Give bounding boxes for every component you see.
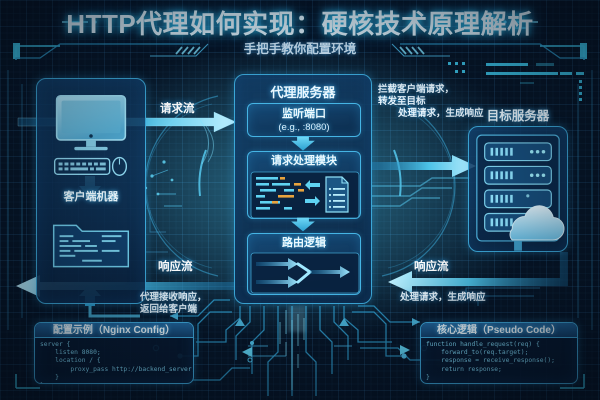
nginx-config-code: server { listen 8080; location / { proxy…: [40, 341, 194, 383]
process-note-bottom: 处理请求，生成响应: [400, 292, 486, 303]
pseudo-code-panel[interactable]: 核心逻辑（Pseudo Code） function handle_reques…: [420, 322, 578, 384]
response-flow-label-left: 响应流: [158, 261, 193, 273]
nginx-config-panel[interactable]: 配置示例（Nginx Config） server { listen 8080;…: [34, 322, 194, 384]
client-machine-panel[interactable]: 客户端机器: [36, 78, 146, 304]
header: HTTP代理如何实现：硬核技术原理解析 手把手教你配置环境: [0, 0, 600, 62]
proxy-return-note: 代理接收响应， 返回给客户端: [140, 292, 207, 315]
target-server-icons: [476, 134, 565, 251]
proxy-server-panel[interactable]: 代理服务器 监听端口 (e.g., :8080) 请求处理模块: [234, 74, 372, 304]
proxy-flow-arrows: [291, 136, 315, 232]
process-note-top: 处理请求，生成响应: [398, 108, 484, 119]
request-flow-arrow-2: [370, 155, 476, 177]
intercept-note: 拦截客户端请求， 转发至目标: [378, 84, 455, 107]
pseudo-code-title: 核心逻辑（Pseudo Code）: [421, 323, 577, 338]
request-flow-label: 请求流: [160, 103, 195, 115]
pseudo-code-body: function handle_request(req) { forward_t…: [426, 341, 555, 381]
nginx-config-title: 配置示例（Nginx Config）: [35, 323, 193, 338]
page-subtitle: 手把手教你配置环境: [243, 42, 357, 56]
response-flow-label-right: 响应流: [414, 261, 449, 273]
page-title: HTTP代理如何实现：硬核技术原理解析: [66, 9, 534, 39]
client-label: 客户端机器: [63, 191, 119, 203]
target-server-panel[interactable]: 目标服务器: [468, 109, 568, 252]
circuit-traces: [170, 299, 440, 396]
